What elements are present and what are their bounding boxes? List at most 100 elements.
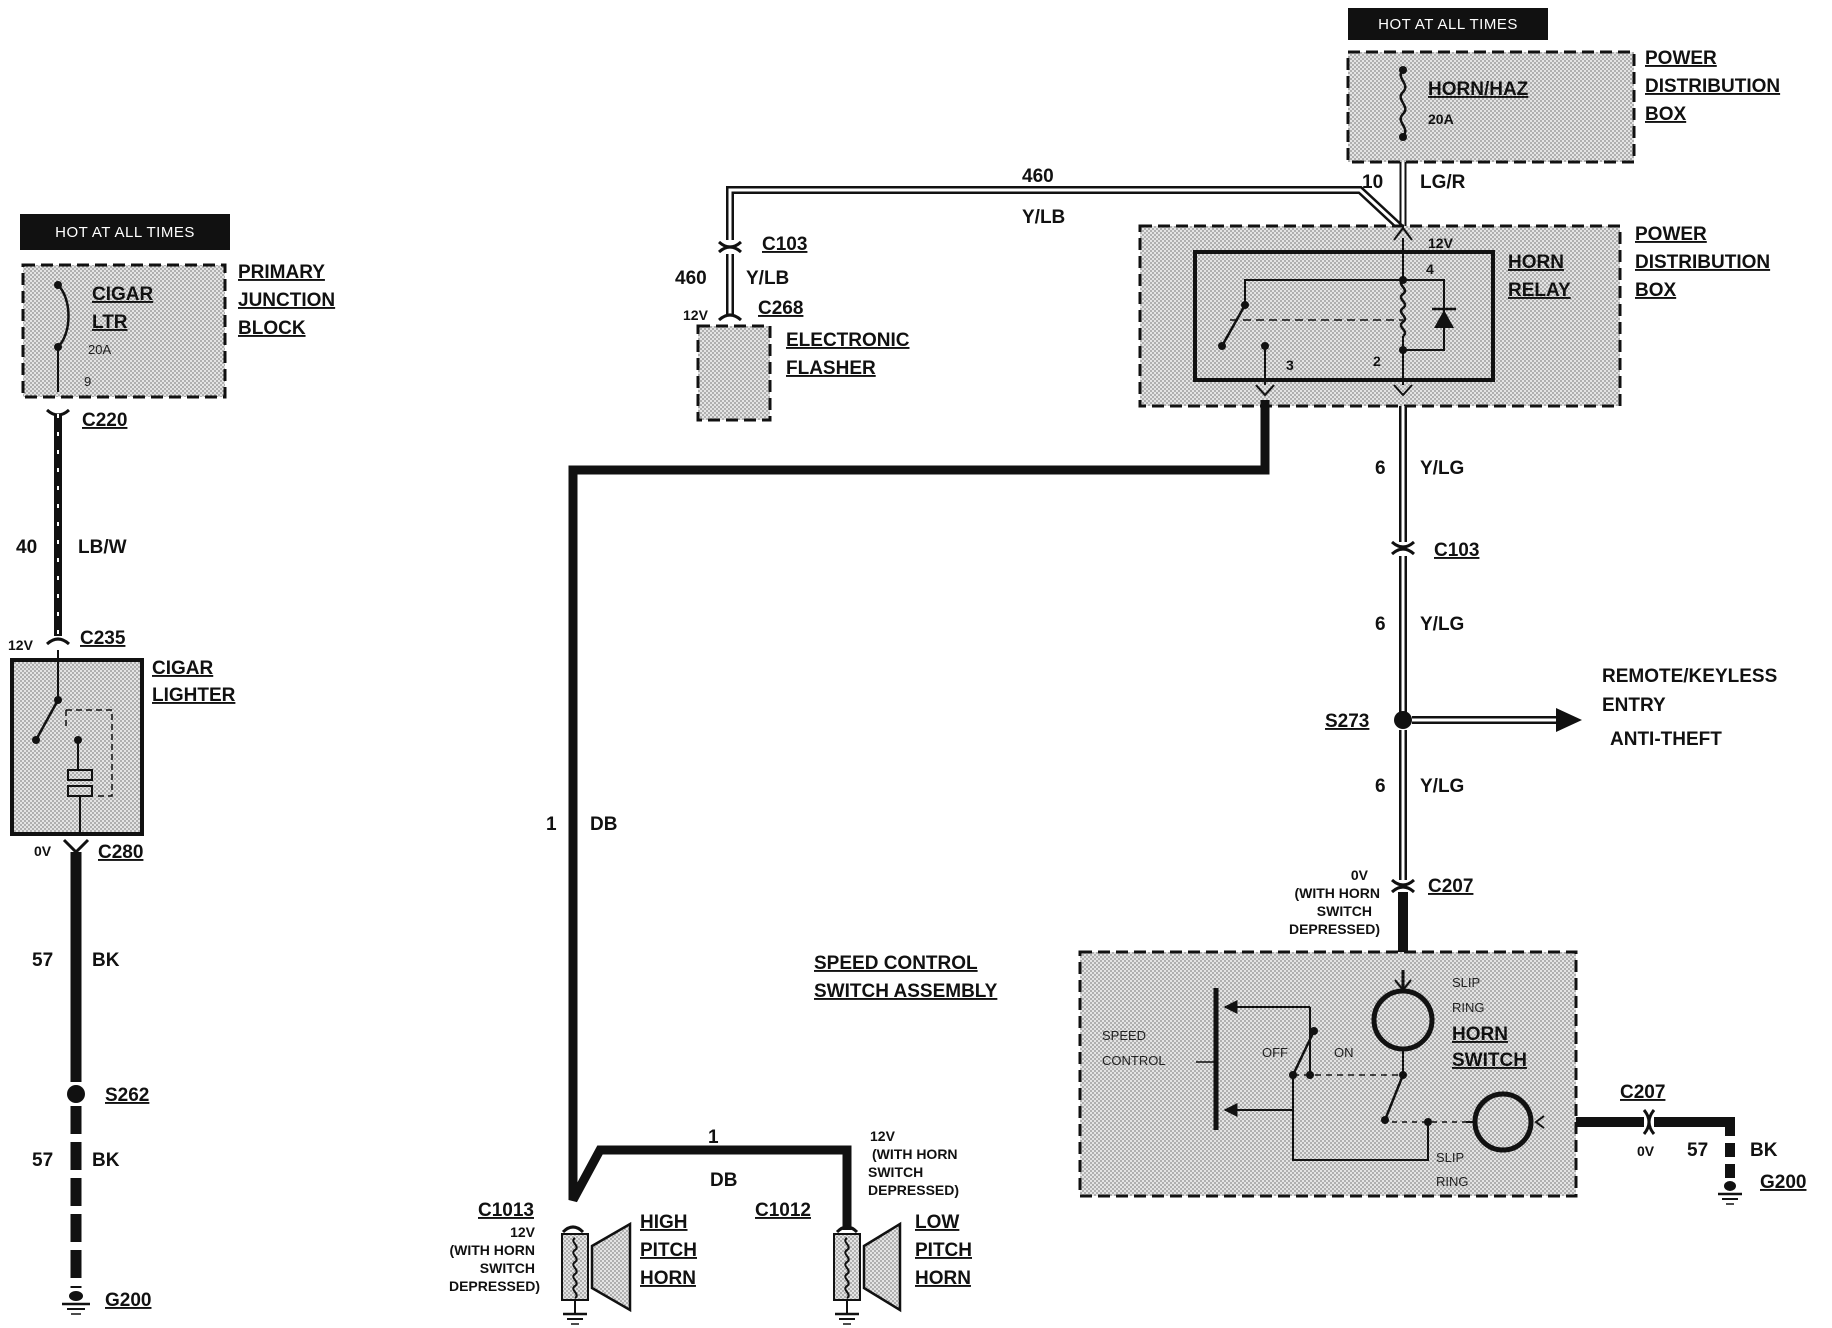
c207-note-1: (WITH HORN	[1294, 885, 1380, 901]
c280-connector-icon	[62, 838, 90, 855]
pjb-rating: 20A	[88, 342, 111, 357]
horn-relay-pdb: 12V 4 2 3 HORN RELAY	[1138, 224, 1622, 408]
c220-label: C220	[82, 410, 127, 431]
relay-name-1: HORN	[1508, 252, 1564, 273]
fuse-rating: 20A	[1428, 111, 1454, 127]
pjb-title-1: PRIMARY	[238, 262, 325, 283]
slip-ring-2a: SLIP	[1436, 1150, 1464, 1165]
high-horn-name-1: HIGH	[640, 1212, 688, 1233]
pjb-title-3: BLOCK	[238, 318, 306, 339]
relay-pin-4: 4	[1426, 261, 1434, 277]
wire-57-color-right: BK	[1750, 1140, 1778, 1161]
c103-label-right: C103	[1434, 540, 1479, 561]
wire-1-num-b: 1	[708, 1127, 719, 1148]
c207-note-3: DEPRESSED)	[1289, 921, 1380, 937]
speed-control-on: ON	[1334, 1045, 1354, 1060]
pdb2-title-1: POWER	[1635, 224, 1707, 245]
c268-connector-icon	[717, 313, 743, 322]
c207-note-2: SWITCH	[1317, 903, 1372, 919]
fuse-symbol-icon	[1399, 69, 1407, 137]
cigar-lighter-name-1: CIGAR	[152, 658, 214, 679]
c268-label: C268	[758, 298, 803, 319]
c280-voltage: 0V	[34, 843, 52, 859]
flasher-name-2: FLASHER	[786, 358, 876, 379]
wire-6-color-c: Y/LG	[1420, 776, 1464, 797]
c235-connector-icon	[45, 637, 71, 646]
ground-g200-left-icon	[62, 1291, 90, 1315]
c280-label: C280	[98, 842, 143, 863]
pdb-title-2: DISTRIBUTION	[1645, 76, 1780, 97]
speed-control-title-2: SWITCH ASSEMBLY	[814, 981, 998, 1002]
wire-460-num-b: 460	[675, 268, 707, 289]
wire-460-color-b: Y/LB	[746, 268, 789, 289]
splice-s262-icon	[67, 1085, 85, 1103]
relay-pin-2: 2	[1373, 353, 1381, 369]
c1013-note-3: DEPRESSED)	[449, 1278, 540, 1294]
cigar-lighter-box	[10, 650, 144, 836]
remote-line-2: ENTRY	[1602, 695, 1666, 716]
splice-s273-icon	[1394, 711, 1412, 729]
c207-label-right: C207	[1620, 1082, 1665, 1103]
diode-icon	[1434, 310, 1454, 328]
wire-57-num-b: 57	[32, 1150, 53, 1171]
g200-label-right: G200	[1760, 1172, 1806, 1193]
horn-switch-2: SWITCH	[1452, 1050, 1527, 1071]
speed-control-inner-1: SPEED	[1102, 1028, 1146, 1043]
lighter-element-icon	[67, 769, 93, 797]
pdb-fuse-box: HORN/HAZ 20A	[1346, 50, 1636, 164]
slip-ring-1b: RING	[1452, 1000, 1485, 1015]
relay-housing	[1193, 250, 1495, 382]
c207-right-voltage: 0V	[1637, 1143, 1655, 1159]
fuse-name: HORN/HAZ	[1428, 79, 1529, 100]
wire-460-num: 460	[1022, 166, 1054, 187]
hot-at-all-times-badge-top: HOT AT ALL TIMES	[1348, 8, 1548, 40]
remote-line-1: REMOTE/KEYLESS	[1602, 666, 1777, 687]
slip-ring-1a: SLIP	[1452, 975, 1480, 990]
remote-line-3: ANTI-THEFT	[1610, 729, 1722, 750]
c1012-note-1: (WITH HORN	[872, 1146, 958, 1162]
speed-control-off: OFF	[1262, 1045, 1288, 1060]
pjb-title-2: JUNCTION	[238, 290, 335, 311]
g200-label-left: G200	[105, 1290, 151, 1311]
c1013-note-1: (WITH HORN	[449, 1242, 535, 1258]
wire-40-num: 40	[16, 537, 37, 558]
c207-right-connector-icon	[1642, 1109, 1656, 1135]
c1012-label: C1012	[755, 1200, 811, 1221]
speed-control-switch-assembly: SPEED CONTROL OFF ON SLIP RING HORN SWIT…	[1078, 950, 1578, 1198]
wire-57-num-a: 57	[32, 950, 53, 971]
c103-connector-icon-b	[1390, 540, 1416, 556]
horn-bell-icon-low	[862, 1221, 902, 1313]
pjb-fuse-2: LTR	[92, 312, 128, 333]
wire-6-num-a: 6	[1375, 458, 1386, 479]
horn-switch-1: HORN	[1452, 1024, 1508, 1045]
horn-bell-icon	[590, 1221, 632, 1313]
electronic-flasher-box	[696, 324, 772, 422]
c1012-note-3: DEPRESSED)	[868, 1182, 959, 1198]
wire-6-color-b: Y/LG	[1420, 614, 1464, 635]
speed-control-title-1: SPEED CONTROL	[814, 953, 978, 974]
low-pitch-horn	[833, 1221, 902, 1325]
wire-460-color: Y/LB	[1022, 207, 1065, 228]
s273-label: S273	[1325, 711, 1369, 732]
flasher-name-1: ELECTRONIC	[786, 330, 910, 351]
relay-pin-3: 3	[1286, 357, 1294, 373]
high-pitch-horn	[561, 1221, 632, 1325]
c103-connector-icon	[717, 240, 743, 254]
fuse-cigar-icon	[57, 284, 70, 348]
relay-name-2: RELAY	[1508, 280, 1571, 301]
c103-label-top: C103	[762, 234, 807, 255]
high-horn-name-3: HORN	[640, 1268, 696, 1289]
ground-g200-right-icon	[1718, 1181, 1742, 1205]
pjb-pin: 9	[84, 374, 91, 389]
svg-text:HOT AT ALL TIMES: HOT AT ALL TIMES	[55, 224, 195, 241]
wire-57-num-right: 57	[1687, 1140, 1708, 1161]
s262-label: S262	[105, 1085, 149, 1106]
wire-10-num: 10	[1362, 172, 1383, 193]
low-horn-name-1: LOW	[915, 1212, 959, 1233]
c1013-label: C1013	[478, 1200, 534, 1221]
speed-control-inner-2: CONTROL	[1102, 1053, 1166, 1068]
wire-6-num-b: 6	[1375, 614, 1386, 635]
relay-switch-arm	[1220, 304, 1247, 347]
c1012-note-2: SWITCH	[868, 1164, 923, 1180]
horn-switch-arm	[1383, 1074, 1405, 1121]
